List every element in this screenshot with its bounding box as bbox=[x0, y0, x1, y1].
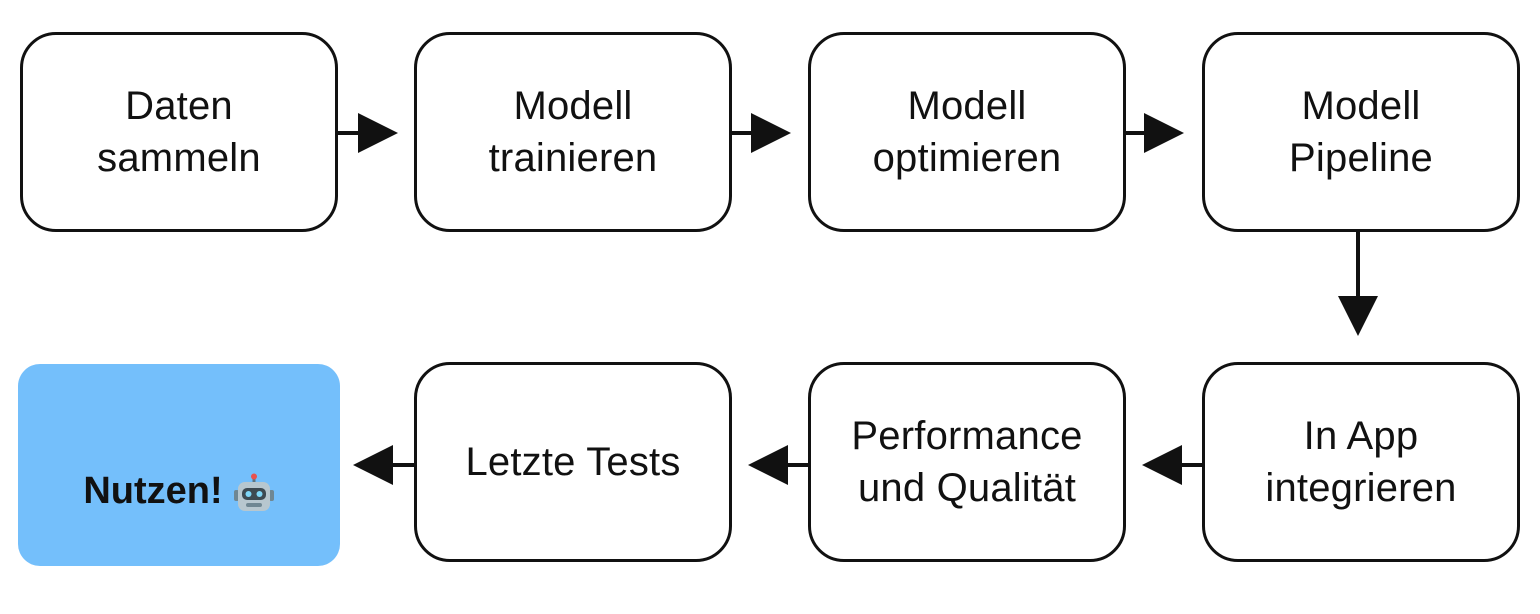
step-nutzen: Nutzen! bbox=[18, 364, 340, 566]
step-letzte-tests: Letzte Tests bbox=[414, 362, 732, 562]
step-label: In App integrieren bbox=[1265, 414, 1457, 510]
step-performance-und-qualitaet: Performance und Qualität bbox=[808, 362, 1126, 562]
step-label: Modell Pipeline bbox=[1289, 84, 1433, 180]
step-in-app-integrieren: In App integrieren bbox=[1202, 362, 1520, 562]
step-modell-optimieren: Modell optimieren bbox=[808, 32, 1126, 232]
step-label: Performance und Qualität bbox=[851, 414, 1083, 510]
step-modell-pipeline: Modell Pipeline bbox=[1202, 32, 1520, 232]
step-nutzen-label: Nutzen! bbox=[83, 413, 274, 517]
step-modell-trainieren: Modell trainieren bbox=[414, 32, 732, 232]
nutzen-text: Nutzen! bbox=[83, 470, 223, 512]
step-label: Letzte Tests bbox=[465, 440, 681, 484]
robot-face-icon bbox=[233, 473, 274, 511]
step-daten-sammeln: Daten sammeln bbox=[20, 32, 338, 232]
step-label: Modell trainieren bbox=[488, 84, 658, 180]
step-label: Daten sammeln bbox=[97, 84, 261, 180]
step-label: Modell optimieren bbox=[872, 84, 1062, 180]
